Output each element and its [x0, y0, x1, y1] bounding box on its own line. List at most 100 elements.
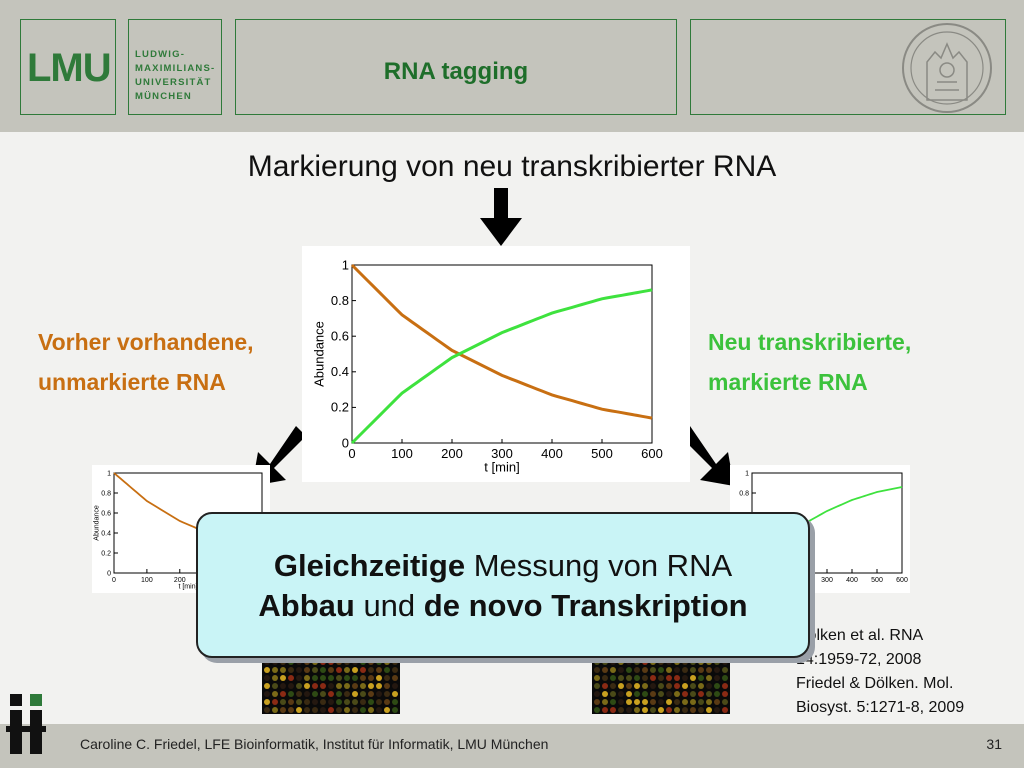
y-tick-label: 1 [107, 470, 111, 477]
microarray-spot [344, 675, 350, 681]
microarray-spot [706, 659, 712, 665]
microarray-spot [666, 659, 672, 665]
microarray-spot [368, 659, 374, 665]
microarray-spot [626, 667, 632, 673]
microarray-spot [280, 667, 286, 673]
microarray-spot [320, 707, 326, 713]
university-name-line: MÜNCHEN [135, 91, 192, 102]
microarray-spot [384, 699, 390, 705]
y-tick-label: 0.4 [101, 530, 111, 537]
microarray-spot [690, 707, 696, 713]
microarray-spot [264, 707, 270, 713]
microarray-spot [288, 659, 294, 665]
microarray-spot [610, 691, 616, 697]
microarray-spot [272, 659, 278, 665]
series-line [801, 486, 903, 526]
microarray-spot [280, 699, 286, 705]
microarray-image-right [592, 658, 730, 714]
callout-bold: Abbau [258, 588, 355, 623]
microarray-spot [594, 675, 600, 681]
microarray-spot [344, 667, 350, 673]
microarray-spot [288, 683, 294, 689]
microarray-spot [722, 691, 728, 697]
microarray-spot [336, 691, 342, 697]
microarray-spot [618, 707, 624, 713]
microarray-spot [658, 659, 664, 665]
microarray-spot [602, 691, 608, 697]
microarray-spot [288, 667, 294, 673]
microarray-spot [634, 691, 640, 697]
microarray-spot [352, 707, 358, 713]
microarray-spot [666, 691, 672, 697]
callout-bold: de novo Transkription [423, 588, 748, 623]
microarray-spot [658, 683, 664, 689]
arrow-down-right-icon [680, 426, 734, 486]
y-tick-label: 0.4 [331, 364, 349, 379]
microarray-spot [602, 699, 608, 705]
microarray-spot [722, 667, 728, 673]
microarray-spot [304, 667, 310, 673]
callout-box: Gleichzeitige Messung von RNA Abbau und … [196, 512, 810, 658]
microarray-spot [280, 675, 286, 681]
microarray-spot [336, 675, 342, 681]
microarray-spot [642, 667, 648, 673]
microarray-spot [352, 691, 358, 697]
x-tick-label: 0 [348, 446, 355, 461]
microarray-spot [320, 699, 326, 705]
microarray-spot [674, 707, 680, 713]
microarray-spot [698, 683, 704, 689]
citation-line: Friedel & Dölken. Mol. [796, 675, 954, 692]
microarray-spot [344, 691, 350, 697]
microarray-spot [594, 683, 600, 689]
microarray-spot [618, 675, 624, 681]
x-axis-label: t [min] [178, 583, 197, 590]
microarray-spot [690, 659, 696, 665]
microarray-spot [594, 699, 600, 705]
microarray-spot [706, 667, 712, 673]
microarray-spot [650, 675, 656, 681]
series-line [350, 288, 653, 445]
y-axis-label: Abundance [311, 321, 326, 387]
microarray-spot [288, 691, 294, 697]
microarray-spot [650, 683, 656, 689]
microarray-spot [706, 707, 712, 713]
microarray-spot [368, 691, 374, 697]
microarray-spot [280, 683, 286, 689]
x-tick-label: 600 [641, 446, 663, 461]
microarray-spot [272, 683, 278, 689]
microarray-spot [642, 659, 648, 665]
microarray-spot [312, 667, 318, 673]
y-tick-label: 0.2 [101, 550, 111, 557]
microarray-spot [642, 699, 648, 705]
microarray-spot [666, 675, 672, 681]
microarray-spot [722, 683, 728, 689]
microarray-spot [264, 667, 270, 673]
microarray-spot [296, 699, 302, 705]
microarray-spot [296, 683, 302, 689]
microarray-spot [594, 667, 600, 673]
microarray-spot [626, 699, 632, 705]
microarray-spot [392, 675, 398, 681]
microarray-spot [594, 659, 600, 665]
microarray-spot [642, 707, 648, 713]
university-name-line: LUDWIG- [135, 49, 186, 60]
callout-text: und [354, 588, 424, 623]
microarray-spot [642, 691, 648, 697]
ii-logo-icon [6, 694, 46, 754]
callout-line-2: Abbau und de novo Transkription [198, 586, 808, 626]
microarray-spot [618, 691, 624, 697]
microarray-spot [352, 667, 358, 673]
microarray-spot [722, 675, 728, 681]
y-axis-label: Abundance [94, 505, 101, 541]
microarray-spot [626, 683, 632, 689]
microarray-spot [666, 667, 672, 673]
microarray-spot [304, 675, 310, 681]
microarray-spot [706, 691, 712, 697]
microarray-spot [714, 667, 720, 673]
plot-frame [351, 264, 653, 444]
microarray-spot [658, 667, 664, 673]
microarray-spot [698, 667, 704, 673]
microarray-spot [722, 659, 728, 665]
page-number: 31 [986, 736, 1002, 752]
microarray-spot [288, 699, 294, 705]
